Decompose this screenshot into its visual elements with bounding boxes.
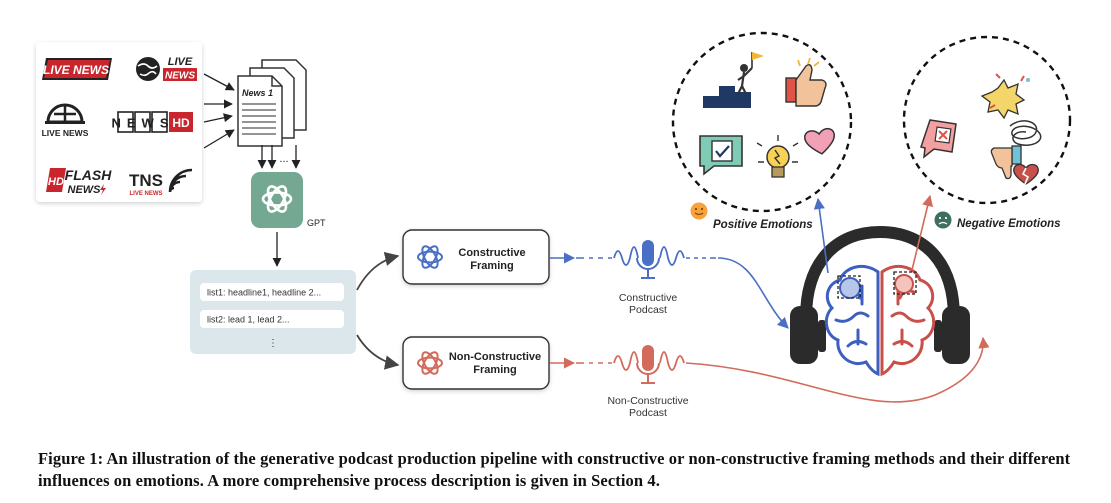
gpt-icon: [251, 172, 303, 228]
source-arrows: [203, 73, 235, 149]
constructive-to-brain-arrow: [717, 257, 789, 329]
news-documents-icon: News 1: [237, 59, 307, 147]
svg-text:TNS: TNS: [129, 171, 163, 190]
heart-icon: [804, 127, 835, 155]
svg-text:HD: HD: [172, 116, 190, 130]
list-to-constructive-arrow: [356, 251, 400, 291]
svg-text:Positive Emotions: Positive Emotions: [713, 219, 813, 231]
svg-text:Non-Constructive: Non-Constructive: [449, 351, 541, 363]
chat-check-icon: [699, 135, 743, 176]
lightbulb-icon: [756, 135, 799, 178]
pipeline-diagram: LIVE NEWS LIVE NEWS LIVE NEWS NEWS HD: [36, 31, 1072, 419]
svg-text:LIVE NEWS: LIVE NEWS: [43, 63, 109, 77]
svg-text:NEWS: NEWS: [68, 184, 102, 196]
nonconstructive-podcast-audio: Non-Constructive Podcast: [550, 345, 689, 419]
news-sources-card: LIVE NEWS LIVE NEWS LIVE NEWS NEWS HD: [36, 42, 202, 202]
list-item-1: list1: headline1, headline 2...: [207, 288, 321, 298]
list-to-nonconstructive-arrow: [356, 334, 400, 370]
doc-to-gpt-arrows: [257, 145, 301, 169]
thumbs-up-icon: [785, 57, 827, 107]
list-card: list1: headline1, headline 2... list2: l…: [190, 270, 356, 354]
constructive-framing-box: Constructive Framing: [402, 229, 550, 285]
brain-to-negative-arrow: [911, 194, 934, 271]
list-item-2: list2: lead 1, lead 2...: [207, 315, 290, 325]
microphone-icon-blue: [636, 240, 660, 279]
svg-text:Non-Constructive: Non-Constructive: [607, 395, 688, 407]
list-more: ⋮: [268, 338, 278, 349]
live-news-dome-logo: LIVE NEWS: [42, 103, 89, 138]
microphone-icon-red: [636, 345, 660, 384]
live-news-logo: LIVE NEWS: [42, 58, 112, 80]
svg-text:Podcast: Podcast: [629, 407, 667, 419]
thumbs-down-icon: [990, 145, 1022, 180]
gpt-label: GPT: [307, 218, 326, 228]
brain-to-positive-arrow: [813, 197, 829, 274]
tns-logo: TNS LIVE NEWS: [129, 168, 193, 197]
news-hd-logo: NEWS HD: [112, 111, 193, 133]
svg-text:HD: HD: [48, 176, 64, 188]
headphones-icon: [800, 225, 960, 324]
globe-live-news-logo: LIVE NEWS: [136, 56, 197, 82]
nonconstructive-to-brain-arrow: [685, 336, 990, 403]
positive-emotions-label: Positive Emotions: [690, 202, 813, 231]
constructive-podcast-audio: Constructive Podcast: [550, 240, 716, 316]
svg-text:Framing: Framing: [470, 260, 513, 272]
svg-text:Podcast: Podcast: [629, 304, 667, 316]
svg-text:LIVE NEWS: LIVE NEWS: [129, 191, 162, 197]
headphones-brain-icon: [790, 225, 970, 377]
broken-heart-icon: [1013, 163, 1039, 185]
svg-text:FLASH: FLASH: [65, 167, 113, 183]
positive-emotions-circle: [671, 31, 853, 213]
svg-text:LIVE: LIVE: [168, 56, 193, 68]
ellipsis-label: ...: [279, 153, 288, 165]
svg-text:Constructive: Constructive: [619, 292, 678, 304]
svg-text:NEWS: NEWS: [165, 71, 195, 82]
nonconstructive-framing-box: Non-Constructive Framing: [402, 336, 550, 390]
negative-emotions-circle: [902, 35, 1072, 205]
negative-emotions-label: Negative Emotions: [934, 211, 1061, 230]
svg-text:Negative Emotions: Negative Emotions: [957, 218, 1061, 230]
svg-text:News 1: News 1: [242, 88, 273, 98]
svg-text:Constructive: Constructive: [458, 247, 525, 259]
brain-icon: [824, 264, 936, 377]
chat-x-icon: [920, 119, 957, 159]
anger-burst-icon: [980, 73, 1030, 120]
hd-flash-news-logo: HD FLASH NEWS: [46, 167, 112, 196]
svg-text:Framing: Framing: [473, 364, 516, 376]
tangled-thoughts-icon: [1009, 120, 1042, 146]
svg-text:NEWS: NEWS: [112, 116, 175, 131]
svg-text:LIVE NEWS: LIVE NEWS: [42, 128, 89, 138]
achievement-icon: [703, 52, 764, 108]
figure-caption: Figure 1: An illustration of the generat…: [38, 449, 1071, 490]
